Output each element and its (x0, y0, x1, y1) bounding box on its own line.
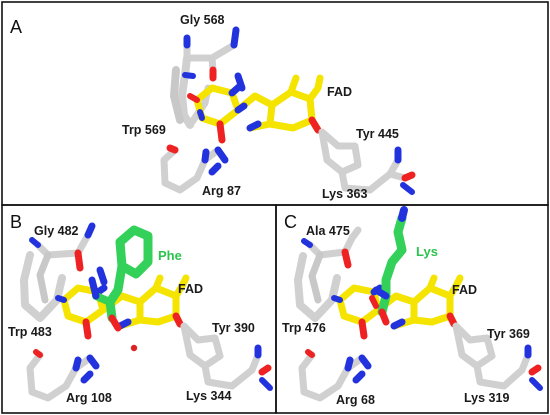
tyr-369-label: Tyr 369 (487, 327, 530, 341)
tyr-445-sticks (308, 116, 416, 195)
ala-475-label: Ala 475 (306, 224, 350, 238)
tyr-390-sticks (172, 312, 273, 391)
arg-87-label: Arg 87 (202, 184, 241, 198)
tyr-369-sticks (446, 312, 543, 391)
tyr-445-label: Tyr 445 (356, 127, 399, 141)
trp-476-sticks (294, 251, 341, 322)
gly-482-sticks (29, 222, 96, 272)
panel-c: C (282, 206, 543, 407)
gly-482-label: Gly 482 (34, 224, 79, 238)
trp-483-label: Trp 483 (8, 325, 52, 339)
fad-ring-c (331, 274, 464, 340)
panel-c-frame (275, 204, 549, 414)
fad-label-a: FAD (327, 85, 352, 99)
arg-108-sticks (26, 349, 100, 402)
lys-ligand-sticks (369, 206, 408, 326)
phe-ligand-label: Phe (158, 248, 182, 263)
tyr-390-label: Tyr 390 (212, 321, 255, 335)
trp-476-label: Trp 476 (282, 321, 326, 335)
gly-568-sticks (183, 26, 240, 82)
gly-568-label: Gly 568 (180, 13, 225, 27)
panel-c-letter: C (284, 212, 297, 232)
panel-a-letter: A (10, 17, 22, 37)
phe-ligand-sticks (88, 225, 153, 332)
fad-ring-a (187, 72, 324, 144)
panel-b-letter: B (10, 212, 22, 232)
arg-108-label: Arg 108 (66, 391, 112, 405)
panel-a: A (10, 13, 416, 201)
lys-ligand-label: Lys (416, 244, 438, 259)
lys-344-label: Lys 344 (186, 389, 231, 403)
fad-label-c: FAD (452, 283, 477, 297)
water-molecule-b (130, 344, 138, 352)
ala-475-sticks (301, 226, 362, 269)
arg-87-sticks (160, 144, 229, 194)
panel-b: B (8, 212, 273, 405)
fad-label-b: FAD (178, 282, 203, 296)
arg-68-label: Arg 68 (336, 393, 375, 407)
trp-483-sticks (20, 251, 66, 322)
lys-319-label: Lys 319 (464, 391, 509, 405)
lys-363-label: Lys 363 (322, 187, 367, 201)
arg-68-sticks (298, 349, 372, 402)
trp-569-label: Trp 569 (122, 123, 166, 137)
